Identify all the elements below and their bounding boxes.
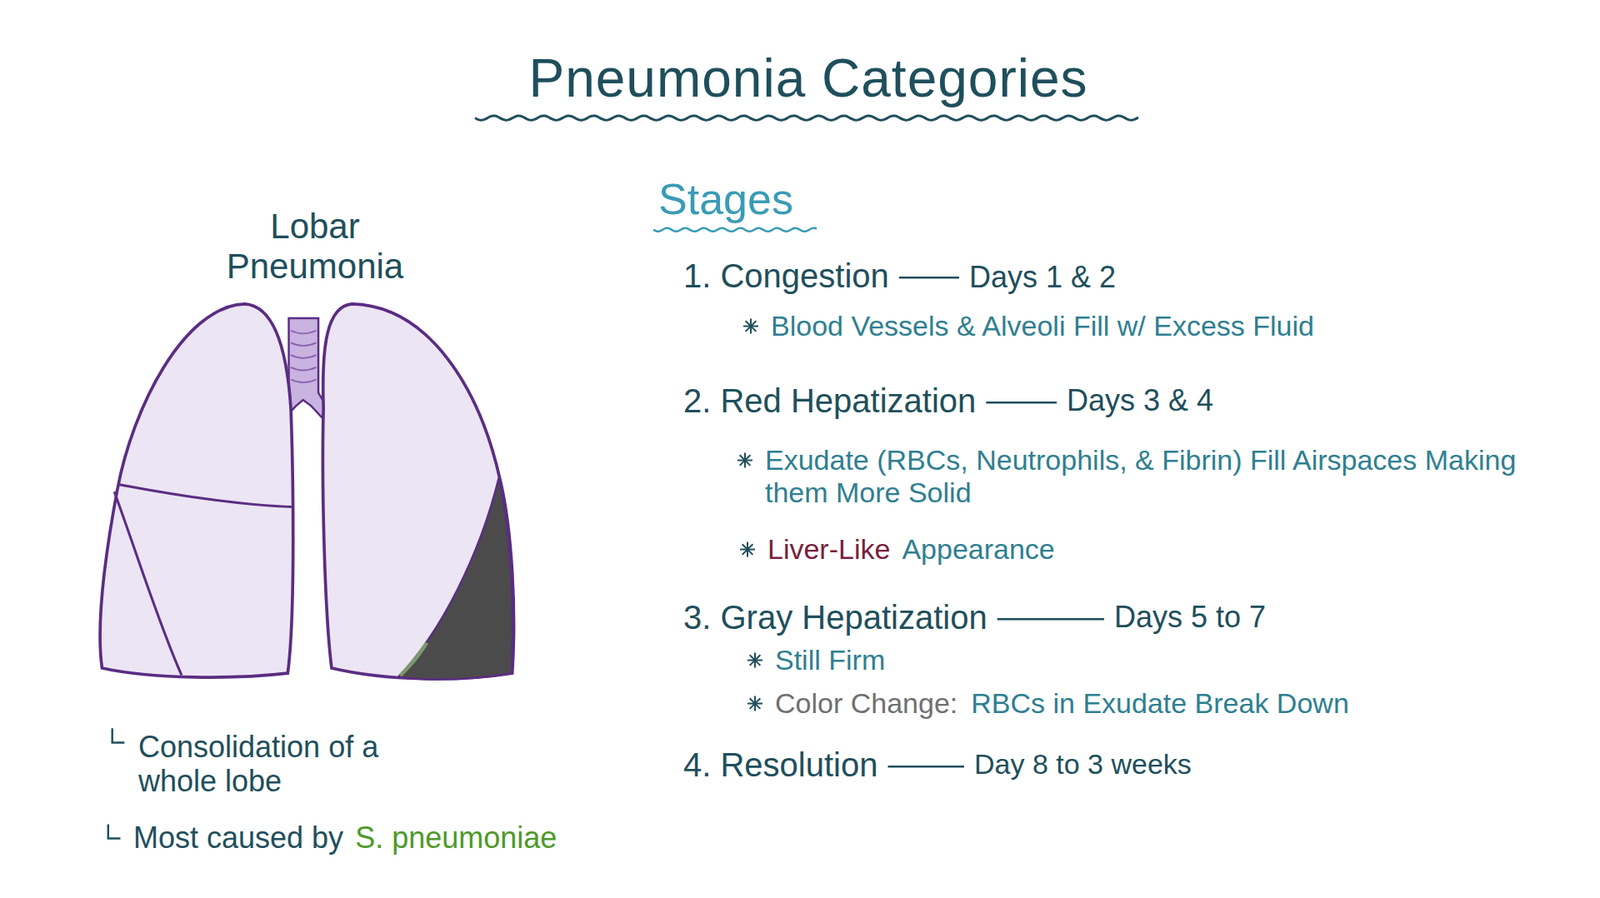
dash-line [899, 276, 960, 280]
stage-detail: Appearance [901, 533, 1055, 566]
lung-fissure [119, 485, 294, 508]
stage-duration: Day 8 to 3 weeks [974, 748, 1192, 781]
bullet-asterisks [737, 319, 763, 712]
note: Consolidation of a whole lobe [138, 730, 447, 800]
heading-underline [653, 228, 817, 232]
asterisk [743, 319, 759, 335]
stage-detail: Liver-Like [767, 533, 890, 566]
lung-fissure [114, 491, 182, 675]
lungs-illustration [100, 304, 514, 840]
stage-detail: Exudate (RBCs, Neutrophils, & Fibrin) Fi… [765, 444, 1565, 510]
right-lung [100, 304, 294, 678]
highlight [400, 642, 427, 675]
stage-duration: Days 5 to 7 [1114, 600, 1266, 635]
bullet-hook [112, 728, 125, 743]
left-lung [322, 304, 514, 680]
stage-detail: Color Change: [775, 687, 958, 720]
consolidated-lobe [398, 477, 514, 680]
asterisk [740, 542, 755, 558]
stage-duration: Days 1 & 2 [969, 260, 1116, 295]
note: Most caused by [133, 820, 344, 855]
organism-name: S. pneumoniae [355, 820, 557, 855]
dash-line [887, 765, 965, 769]
stage-detail: Blood Vessels & Alveoli Fill w/ Excess F… [770, 310, 1315, 343]
stage-heading: 4. Resolution [683, 745, 878, 785]
section-heading: Stages [658, 175, 794, 225]
stage-heading: 1. Congestion [683, 256, 890, 295]
stage-detail: RBCs in Exudate Break Down [970, 687, 1350, 720]
stage-detail: Still Firm [775, 644, 885, 677]
bullet-hook [108, 824, 121, 839]
title-underline [475, 115, 1139, 120]
stage-heading: 3. Gray Hepatization [683, 598, 988, 637]
dash-line [997, 618, 1105, 621]
figure-heading: Lobar Pneumonia [206, 206, 424, 288]
stage-heading: 2. Red Hepatization [683, 381, 976, 420]
dash-line [985, 401, 1057, 405]
asterisk [737, 453, 753, 469]
stage-duration: Days 3 & 4 [1066, 383, 1214, 418]
asterisk [747, 696, 763, 712]
asterisk [747, 653, 763, 669]
trachea-rings [290, 330, 317, 383]
title: Pneumonia Categories [528, 48, 1088, 110]
